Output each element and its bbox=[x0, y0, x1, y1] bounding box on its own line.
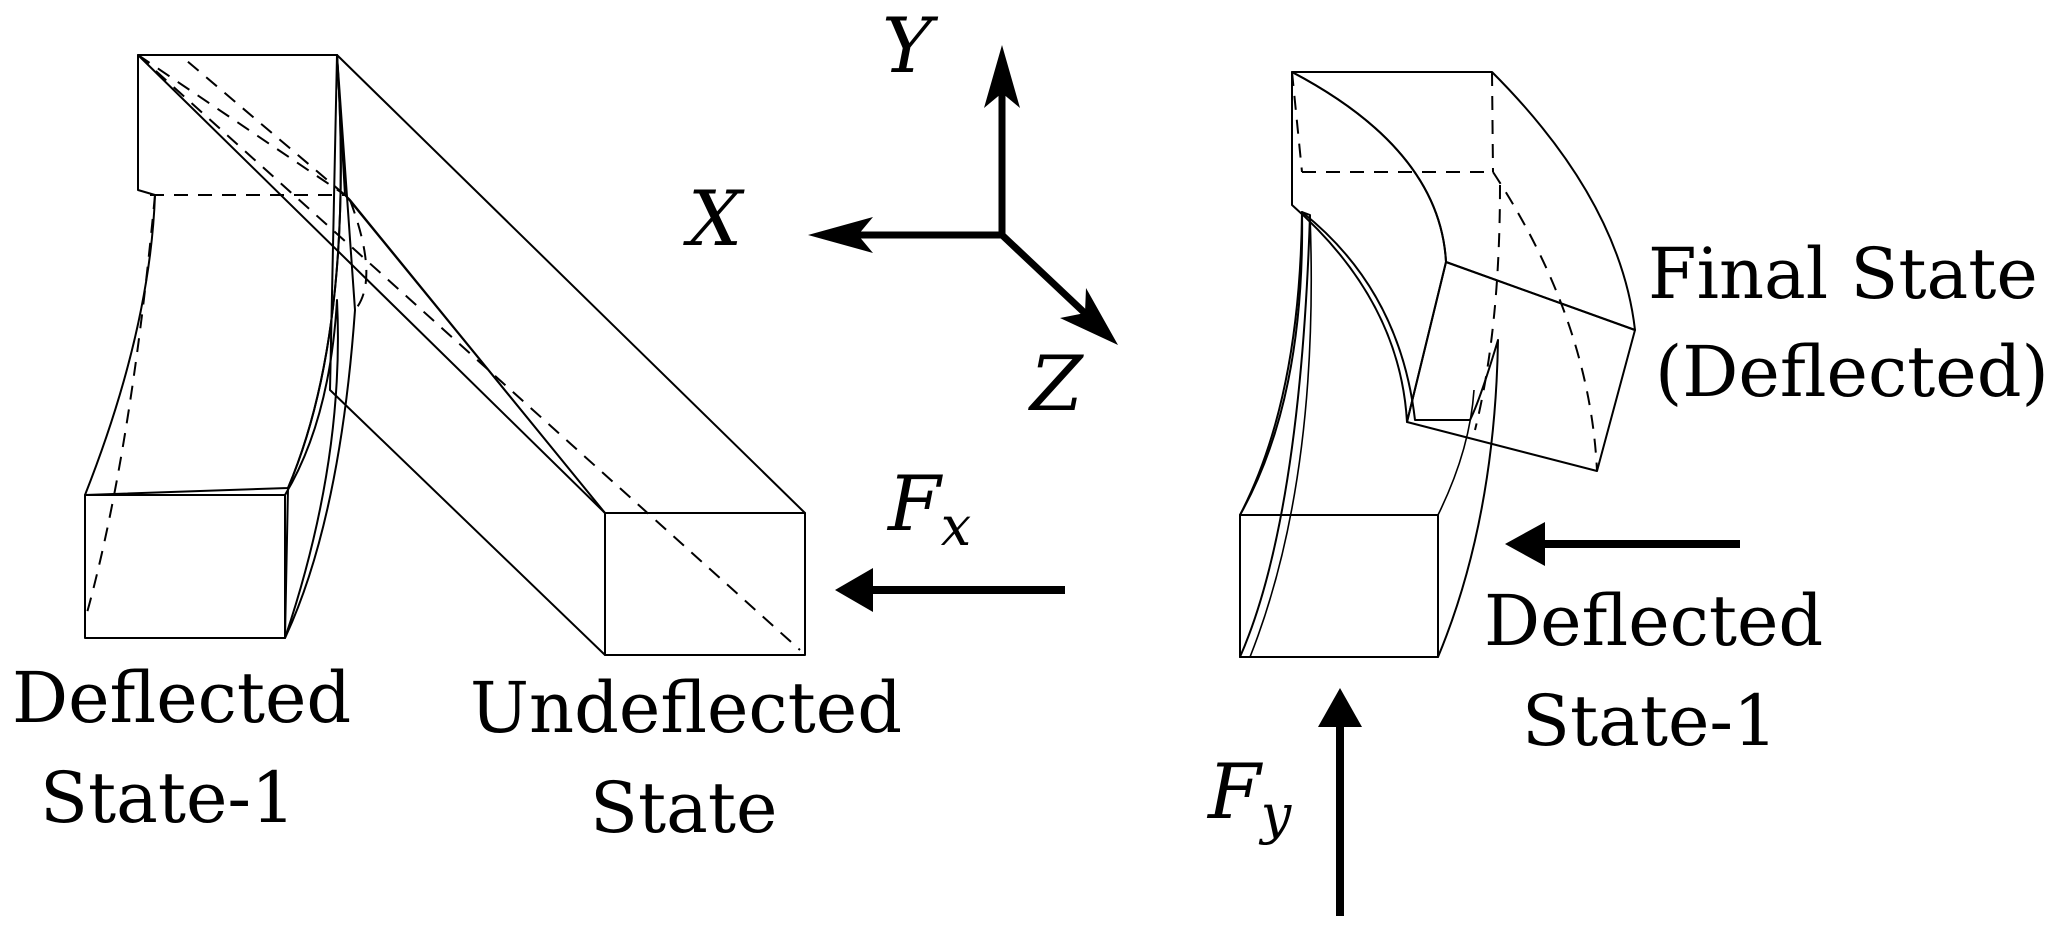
deflected-state1-beam-right bbox=[1239, 211, 1499, 658]
deflected-side-face bbox=[284, 54, 356, 639]
axis-z-arrowhead bbox=[1060, 288, 1118, 345]
final-hidden-vert-left bbox=[1291, 71, 1303, 173]
right-deflected-front-face bbox=[1239, 211, 1311, 658]
deflected-bottom-block bbox=[84, 494, 286, 639]
label-deflected-state1-line2: State-1 bbox=[40, 757, 296, 839]
force-fx: Fx bbox=[835, 459, 1065, 612]
force-fx-subscript: x bbox=[941, 495, 971, 558]
label-undeflected-line2: State bbox=[590, 767, 777, 849]
deflected-hidden-curve-right bbox=[349, 199, 368, 311]
undeflected-end-face bbox=[604, 512, 806, 656]
right-deflected-inner-curve bbox=[1249, 214, 1313, 658]
label-right-deflected-line1: Deflected bbox=[1484, 580, 1823, 662]
coordinate-axes: X Y Z bbox=[683, 1, 1118, 428]
deflected-hidden-curve bbox=[84, 194, 156, 621]
undeflected-edge bbox=[344, 194, 606, 514]
force-fx-right bbox=[1505, 522, 1740, 566]
axis-y-label: Y bbox=[882, 1, 939, 90]
deflected-state1-beam-left bbox=[84, 54, 368, 639]
axis-z-label: Z bbox=[1028, 339, 1084, 428]
final-top-face bbox=[1291, 71, 1636, 331]
force-fx-symbol: Fx bbox=[886, 459, 971, 558]
axis-x-label: X bbox=[683, 174, 745, 263]
final-end-face bbox=[1406, 261, 1636, 472]
final-hidden-vert-right bbox=[1491, 71, 1494, 173]
deflected-bottom-side bbox=[284, 299, 339, 639]
force-fy-arrowhead bbox=[1318, 688, 1362, 727]
final-hidden-curve-inner bbox=[1474, 184, 1501, 431]
undeflected-hidden-edge bbox=[179, 54, 346, 196]
right-deflected-body bbox=[1239, 211, 1499, 658]
label-right-deflected-line2: State-1 bbox=[1522, 680, 1778, 762]
undeflected-beam bbox=[137, 54, 806, 656]
final-side-face bbox=[1291, 71, 1447, 423]
force-fy-subscript: y bbox=[1259, 783, 1293, 846]
force-fy-symbol: Fy bbox=[1206, 747, 1293, 846]
label-undeflected-line1: Undeflected bbox=[470, 667, 902, 749]
left-panel: Deflected State-1 Undeflected State bbox=[12, 54, 902, 849]
undeflected-hidden-diagonal bbox=[137, 54, 801, 651]
axis-z-line bbox=[999, 232, 1093, 321]
force-fx-base: F bbox=[886, 459, 943, 548]
right-deflected-bottom-block bbox=[1239, 514, 1439, 658]
label-deflected-state1-line1: Deflected bbox=[12, 657, 351, 739]
right-panel: Fy Final State (Deflected) Deflected Sta… bbox=[1206, 71, 2049, 916]
undeflected-side-face bbox=[329, 54, 606, 656]
force-fy-base: F bbox=[1206, 747, 1263, 836]
deflected-hidden-diagonal bbox=[137, 54, 346, 196]
axis-y-arrowhead bbox=[984, 45, 1020, 108]
force-fx-arrowhead bbox=[835, 568, 873, 612]
axis-x-arrowhead bbox=[808, 217, 873, 253]
final-hidden-curve bbox=[1492, 171, 1598, 472]
final-state-beam bbox=[1291, 71, 1636, 472]
force-fy: Fy bbox=[1206, 688, 1362, 916]
force-fx-right-arrowhead bbox=[1505, 522, 1545, 566]
label-final-state-line2: (Deflected) bbox=[1655, 331, 2049, 413]
label-final-state-line1: Final State bbox=[1648, 233, 2038, 315]
right-deflected-side-edge bbox=[1437, 389, 1475, 516]
